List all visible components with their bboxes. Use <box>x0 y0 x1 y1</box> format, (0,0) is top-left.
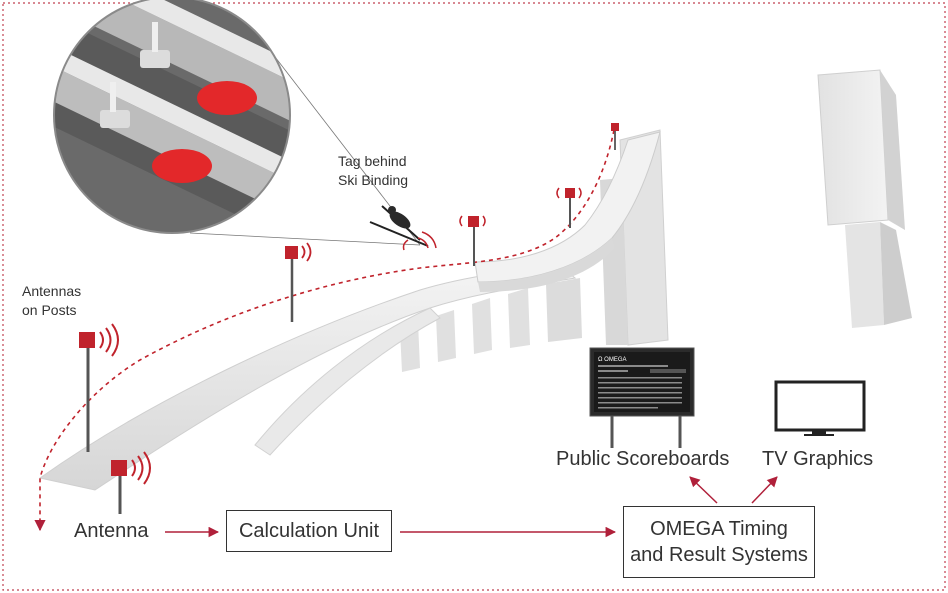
antenna-icon <box>79 332 95 348</box>
judges-tower <box>817 69 912 328</box>
tag-zoom-detail <box>53 0 421 246</box>
calculation-unit-box: Calculation Unit <box>226 510 392 552</box>
inrun-ramp <box>474 131 661 292</box>
antennas-posts-line-1: Antennas <box>22 283 82 299</box>
ski-jumper-icon <box>369 205 437 251</box>
antenna-icon <box>285 246 298 259</box>
tag-label: Tag behind Ski Binding <box>338 152 408 190</box>
tv-icon <box>774 380 866 436</box>
antenna-post-5 <box>611 123 619 150</box>
tv-graphics-label: TV Graphics <box>762 448 874 470</box>
antenna-icon <box>111 460 127 476</box>
scoreboard-icon: Ω OMEGA <box>589 347 695 448</box>
support-pillars <box>400 278 582 372</box>
track-path <box>34 129 615 532</box>
antenna-icon <box>565 188 575 198</box>
antenna-post-2 <box>285 242 312 322</box>
antenna-label: Antenna <box>74 520 149 542</box>
tag-label-line-2: Ski Binding <box>338 172 409 188</box>
antenna-post-4 <box>556 187 582 228</box>
antennas-posts-label: Antennas on Posts <box>22 282 81 320</box>
antenna-post-1 <box>79 323 119 452</box>
antenna-icon <box>611 123 619 131</box>
arrow-omega-to-scoreboards <box>689 476 718 504</box>
tag-label-line-1: Tag behind <box>338 153 407 169</box>
antenna-ground <box>111 451 151 514</box>
antennas-posts-line-2: on Posts <box>22 302 77 318</box>
tag-icon <box>197 81 257 115</box>
omega-system-line-2: and Result Systems <box>630 544 808 566</box>
omega-system-line-1: OMEGA Timing <box>650 518 788 540</box>
landing-hill <box>38 265 577 491</box>
arrow-omega-to-tv <box>751 476 778 504</box>
public-scoreboards-label: Public Scoreboards <box>556 448 730 470</box>
calculation-unit-label: Calculation Unit <box>238 520 380 542</box>
scoreboard-brand: Ω OMEGA <box>598 357 627 363</box>
tag-icon <box>152 149 212 183</box>
antenna-post-3 <box>459 215 486 266</box>
omega-system-box: OMEGA Timing and Result Systems <box>623 506 815 578</box>
antenna-icon <box>468 216 479 227</box>
